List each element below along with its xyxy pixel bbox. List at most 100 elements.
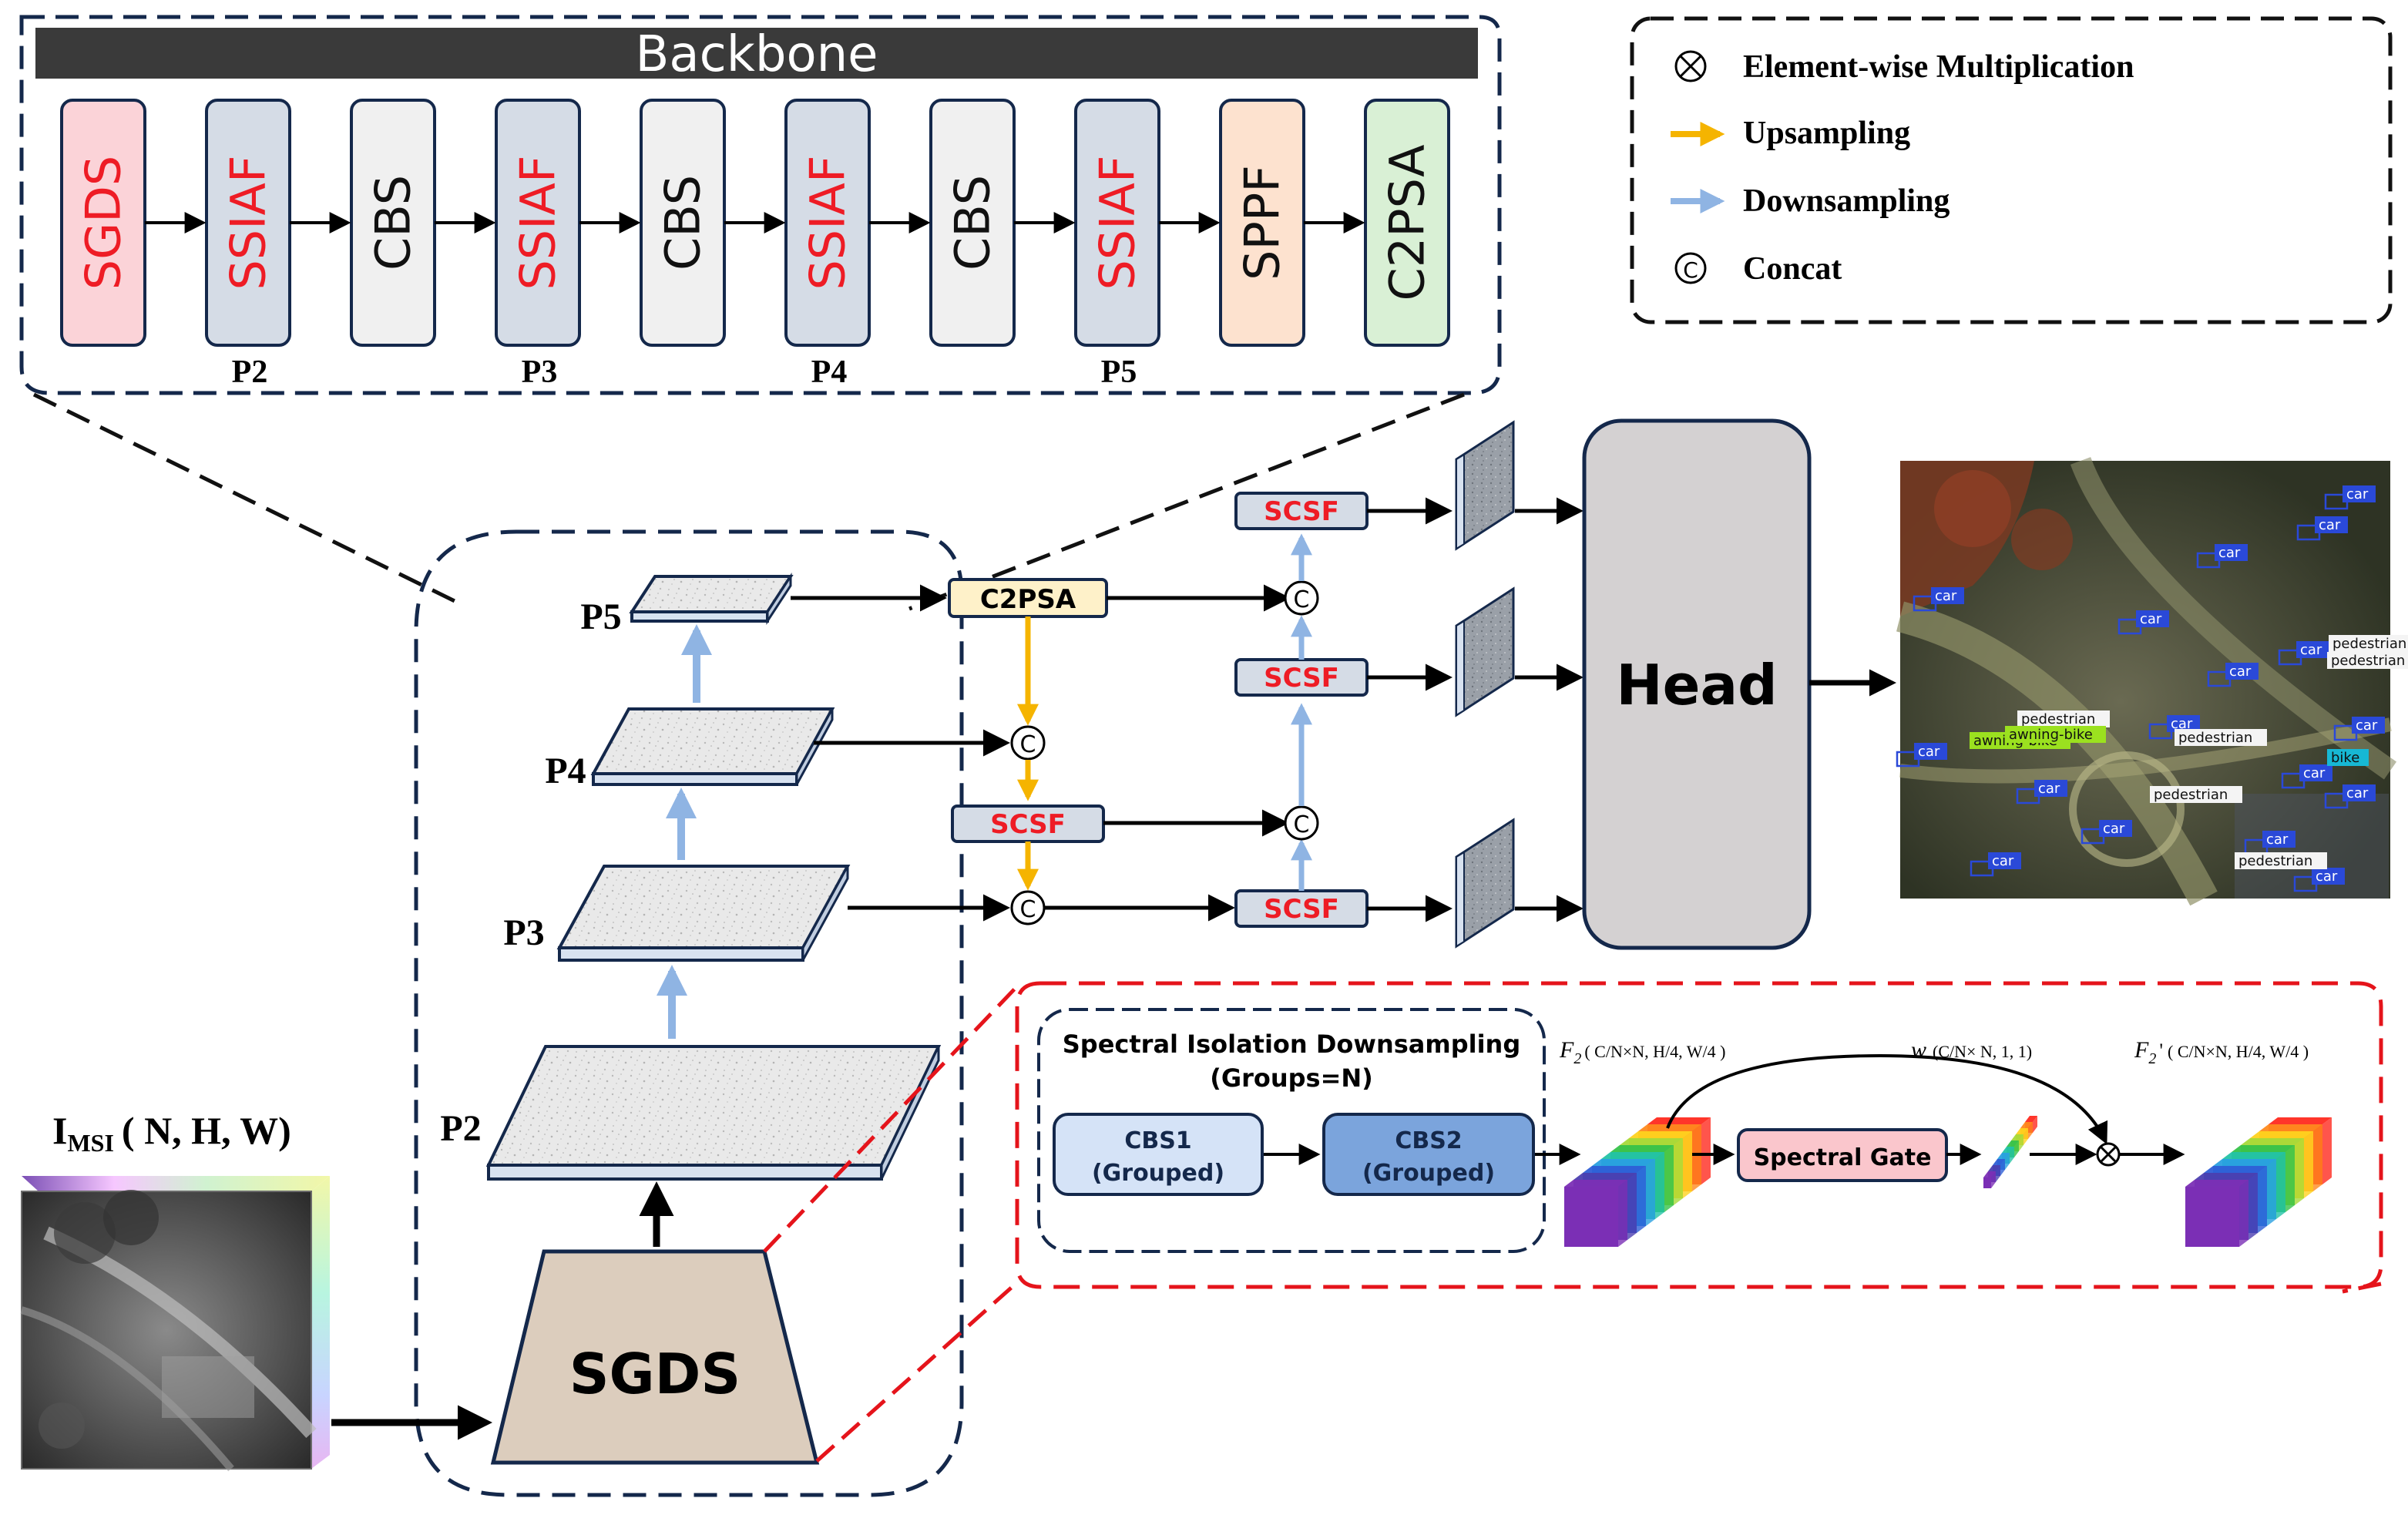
svg-text:car: car — [2303, 765, 2326, 781]
backbone-block-label: SGDS — [76, 156, 132, 291]
backbone-block-label: CBS — [655, 175, 711, 270]
input-msi-image — [20, 1176, 330, 1472]
svg-text:car: car — [2229, 663, 2252, 680]
svg-text:car: car — [1992, 853, 2014, 869]
w-label: w(C/N× N, 1, 1) — [1911, 1037, 2032, 1063]
svg-text:C: C — [1020, 896, 1036, 923]
skip-connection-arrow — [1666, 1053, 2108, 1145]
detection-label-17: pedestrian — [2329, 635, 2408, 652]
f2-label: F2( C/N×N, H/4, W/4 ) — [1559, 1037, 1725, 1067]
pyramid-plate-p3 — [556, 865, 851, 962]
svg-text:car: car — [2218, 545, 2241, 561]
concat-node-mid-right: C — [1284, 805, 1319, 841]
svg-text:C: C — [1683, 257, 1698, 283]
spectral-gate-label: Spectral Gate — [1754, 1144, 1932, 1171]
backbone-title-bar — [35, 28, 1478, 79]
svg-text:C: C — [1020, 731, 1036, 758]
backbone-block-3: SSIAF — [495, 99, 581, 347]
backbone-block-0: SGDS — [60, 99, 146, 347]
zoom-line-red-top — [763, 986, 1017, 1253]
spectral-isolation-title: Spectral Isolation Downsampling — [1063, 1030, 1520, 1059]
f2-prime-label: F2'( C/N×N, H/4, W/4 ) — [2134, 1037, 2309, 1067]
concat-icon: C — [1674, 252, 1707, 284]
concat-node-p4: C — [1010, 725, 1046, 761]
detection-label-25: bike — [2327, 749, 2369, 766]
concat-node-p3: C — [1010, 890, 1046, 925]
cbs1-sublabel: (Grouped) — [1092, 1160, 1224, 1187]
detection-label-6: car — [2207, 663, 2259, 687]
detection-label-20: pedestrian — [2150, 786, 2242, 803]
backbone-block-6: CBS — [929, 99, 1016, 347]
neck-c2psa-label: C2PSA — [980, 584, 1076, 615]
backbone-stage-label-p2: P2 — [232, 354, 268, 390]
svg-text:car: car — [2140, 611, 2162, 627]
cbs2-label: CBS2 — [1395, 1127, 1462, 1154]
pyramid-plate-p5 — [629, 572, 794, 626]
multiply-icon — [1674, 50, 1707, 82]
detection-label-15: car — [2293, 868, 2345, 892]
neck-scsf-mid-right-label: SCSF — [1264, 663, 1339, 694]
detection-label-2: car — [2196, 544, 2248, 569]
svg-text:awning-bike: awning-bike — [2009, 727, 2093, 743]
detection-label-22: pedestrian — [2327, 652, 2408, 669]
backbone-stage-label-p3: P3 — [522, 354, 558, 390]
sgds-block — [490, 1249, 820, 1465]
detection-label-5: car — [2278, 641, 2329, 666]
multiply-node — [2096, 1142, 2121, 1167]
detection-label-1: car — [2296, 516, 2348, 541]
svg-text:car: car — [2266, 831, 2289, 848]
sgds-label: SGDS — [569, 1342, 741, 1406]
svg-text:bike: bike — [2331, 750, 2359, 766]
detection-label-8: car — [1896, 743, 1947, 768]
svg-text:car: car — [1935, 588, 1957, 604]
backbone-block-1: SSIAF — [205, 99, 291, 347]
legend-upsampling-label: Upsampling — [1743, 116, 1910, 151]
svg-text:car: car — [2356, 717, 2378, 734]
backbone-panel-border — [19, 15, 1502, 395]
detection-label-13: car — [1970, 852, 2021, 877]
pyramid-label-p5: P5 — [580, 596, 621, 637]
legend-border — [1630, 16, 2393, 324]
backbone-block-label: SPPF — [1234, 165, 1291, 280]
backbone-block-label: CBS — [945, 175, 1001, 270]
pyramid-label-p2: P2 — [440, 1108, 481, 1149]
detection-label-11: car — [2148, 715, 2200, 740]
backbone-stage-label-p5: P5 — [1101, 354, 1137, 390]
cbs1-block — [1053, 1113, 1264, 1196]
backbone-block-7: SSIAF — [1074, 99, 1160, 347]
backbone-block-9: C2PSA — [1364, 99, 1450, 347]
detection-label-9: car — [2016, 780, 2067, 805]
svg-text:pedestrian: pedestrian — [2238, 853, 2312, 869]
svg-text:C: C — [1294, 811, 1310, 838]
svg-text:pedestrian: pedestrian — [2178, 730, 2252, 746]
cbs1-label: CBS1 — [1124, 1127, 1191, 1154]
backbone-block-label: SSIAF — [1090, 155, 1146, 290]
detection-label-7: car — [2333, 717, 2385, 741]
detection-label-12: car — [2324, 784, 2376, 809]
pyramid-label-p4: P4 — [545, 751, 586, 791]
legend-concat-label: Concat — [1743, 251, 1842, 287]
svg-text:car: car — [1918, 744, 1940, 760]
svg-text:car: car — [2316, 868, 2338, 885]
f2-prime-spectral-cube — [2185, 1117, 2332, 1247]
backbone-blocks: SGDS SSIAF CBS SSIAF CBS SSIAF CBS SSIAF SPPF C2P… — [60, 99, 1450, 347]
detection-output-image: car car car car car car car car car car car car car c… — [1896, 457, 2408, 906]
detection-label-18: pedestrian — [2017, 710, 2110, 727]
head-label: Head — [1616, 653, 1777, 717]
neck-scsf-top-label: SCSF — [1264, 496, 1339, 527]
svg-text:car: car — [2346, 486, 2369, 502]
backbone-block-2: CBS — [350, 99, 436, 347]
w-spectral-vector — [1983, 1116, 2037, 1188]
backbone-block-label: SSIAF — [800, 155, 856, 290]
detection-label-24: awning-bike — [2005, 726, 2106, 743]
svg-text:car: car — [2171, 716, 2193, 732]
f2-spectral-cube — [1564, 1117, 1711, 1247]
zoom-line-red-right — [2342, 1282, 2382, 1294]
input-label: IMSI( N, H, W) — [52, 1109, 291, 1157]
cbs2-block — [1322, 1113, 1535, 1196]
svg-text:car: car — [2300, 642, 2322, 658]
detection-label-14: car — [2244, 831, 2295, 855]
